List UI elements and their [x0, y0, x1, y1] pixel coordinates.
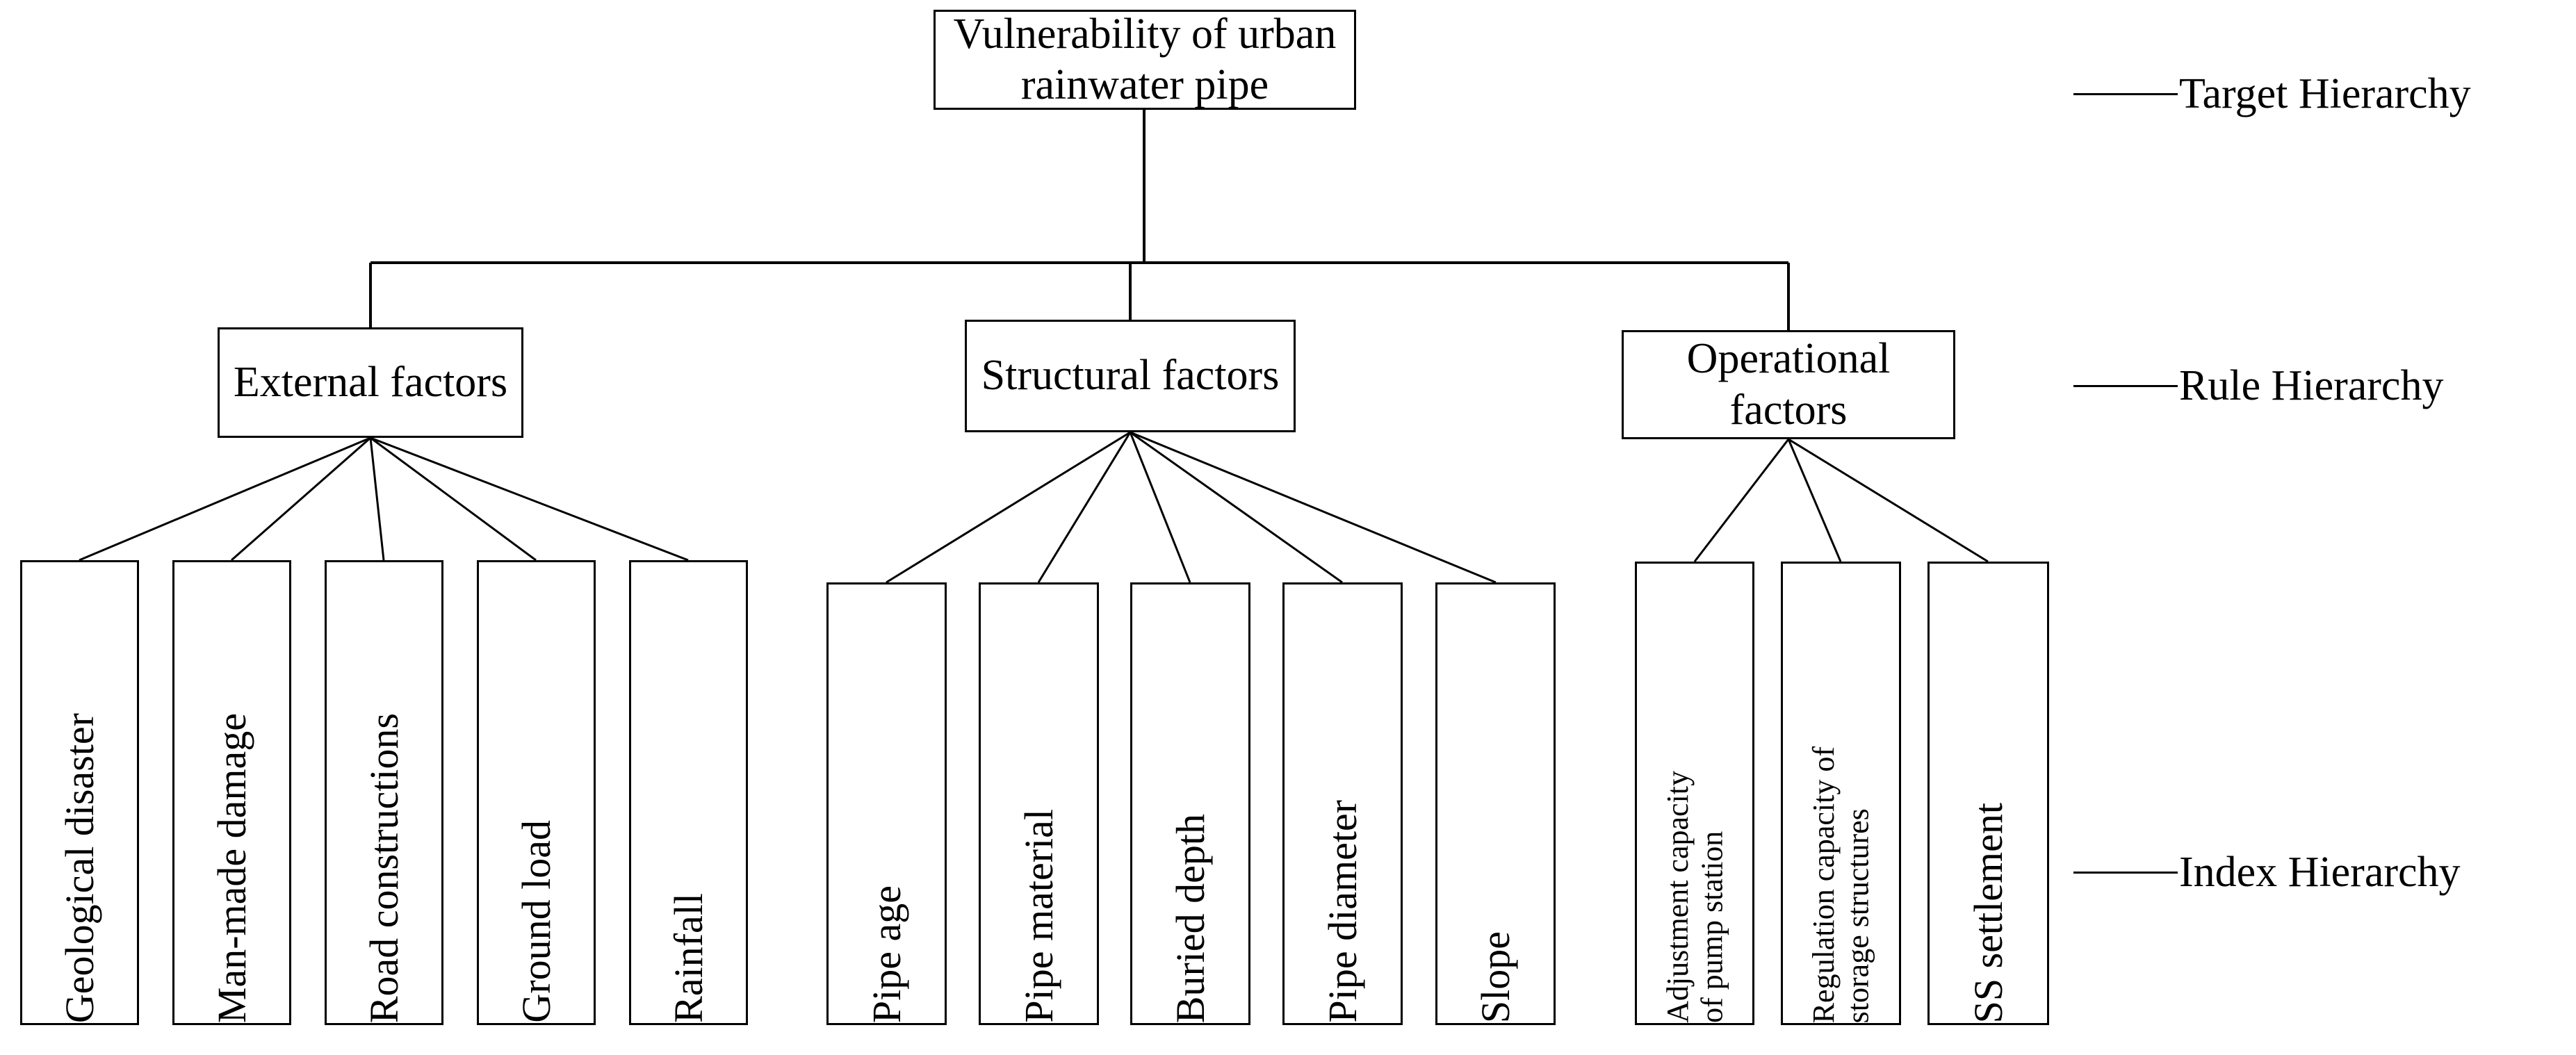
edge-external-to-road-constructions — [369, 437, 385, 561]
legend-line-index-hierarchy — [2073, 872, 2178, 874]
edge-operational-to-regulation-capacity — [1787, 439, 1842, 562]
node-index-slope-label: Slope — [1472, 931, 1518, 1023]
node-rule-structural-factors[interactable]: Structural factors — [965, 320, 1296, 432]
node-index-pipe-material-label: Pipe material — [1016, 809, 1061, 1023]
legend-item-target-hierarchy: Target Hierarchy — [2073, 69, 2471, 119]
node-index-ss-settlement[interactable]: SS settlement — [1927, 562, 2049, 1025]
node-index-rainfall-label: Rainfall — [665, 893, 711, 1023]
legend-label-target-hierarchy: Target Hierarchy — [2179, 70, 2471, 117]
node-index-ground-load[interactable]: Ground load — [477, 560, 596, 1025]
edge-structural-to-pipe-diameter — [1130, 431, 1343, 584]
node-index-pipe-age-label: Pipe age — [863, 885, 909, 1023]
node-rule-operational-factors[interactable]: Operational factors — [1622, 330, 1955, 439]
edge-operational-to-ss-settlement — [1788, 438, 1989, 563]
node-rule-external-factors-label: External factors — [233, 358, 508, 406]
node-index-pipe-material[interactable]: Pipe material — [979, 582, 1099, 1025]
edge-operational-to-adjustment-capacity — [1693, 439, 1790, 562]
legend-item-rule-hierarchy: Rule Hierarchy — [2073, 361, 2443, 411]
node-index-geological-disaster[interactable]: Geological disaster — [20, 560, 139, 1025]
edge-external-to-man-made-damage — [231, 436, 371, 562]
node-target-vulnerability[interactable]: Vulnerability of urban rainwater pipe — [934, 10, 1356, 110]
legend-label-index-hierarchy: Index Hierarchy — [2179, 849, 2461, 896]
edge-external-to-ground-load — [370, 436, 537, 562]
node-index-man-made-damage[interactable]: Man-made damage — [172, 560, 291, 1025]
node-index-road-constructions-label: Road constructions — [361, 712, 407, 1023]
node-index-adjustment-capacity-pump-station-label: Adjustment capacity of pump station — [1660, 771, 1729, 1023]
node-index-pipe-diameter-label: Pipe diameter — [1319, 800, 1365, 1023]
node-index-regulation-capacity-storage-structures-label: Regulation capacity of storage structure… — [1807, 746, 1875, 1023]
node-rule-structural-factors-label: Structural factors — [981, 352, 1280, 400]
edge-external-to-geological-disaster — [79, 436, 371, 562]
node-index-man-made-damage-label: Man-made damage — [209, 712, 254, 1023]
node-target-label: Vulnerability of urban rainwater pipe — [953, 10, 1337, 108]
node-index-buried-depth-label: Buried depth — [1167, 813, 1213, 1023]
node-index-rainfall[interactable]: Rainfall — [629, 560, 748, 1025]
edge-structural-to-pipe-material — [1037, 432, 1132, 583]
legend-line-rule-hierarchy — [2073, 385, 2178, 387]
edge-external-to-rainfall — [370, 436, 689, 562]
node-index-pipe-age[interactable]: Pipe age — [826, 582, 947, 1025]
edge-structural-to-slope — [1130, 431, 1497, 584]
node-rule-operational-factors-label: Operational factors — [1686, 335, 1891, 434]
node-index-regulation-capacity-storage-structures[interactable]: Regulation capacity of storage structure… — [1781, 562, 1901, 1025]
node-index-geological-disaster-label: Geological disaster — [56, 712, 102, 1023]
legend-label-rule-hierarchy: Rule Hierarchy — [2179, 362, 2444, 409]
node-index-ground-load-label: Ground load — [513, 820, 559, 1023]
node-index-slope[interactable]: Slope — [1435, 582, 1556, 1025]
legend-line-target-hierarchy — [2073, 93, 2178, 95]
node-index-adjustment-capacity-pump-station[interactable]: Adjustment capacity of pump station — [1635, 562, 1754, 1025]
edge-structural-to-buried-depth — [1129, 432, 1191, 583]
node-rule-external-factors[interactable]: External factors — [218, 327, 523, 438]
node-index-pipe-diameter[interactable]: Pipe diameter — [1282, 582, 1403, 1025]
node-index-road-constructions[interactable]: Road constructions — [325, 560, 443, 1025]
edge-structural-to-pipe-age — [886, 431, 1131, 584]
node-index-buried-depth[interactable]: Buried depth — [1130, 582, 1250, 1025]
node-index-ss-settlement-label: SS settlement — [1965, 802, 2011, 1023]
legend-item-index-hierarchy: Index Hierarchy — [2073, 848, 2461, 897]
